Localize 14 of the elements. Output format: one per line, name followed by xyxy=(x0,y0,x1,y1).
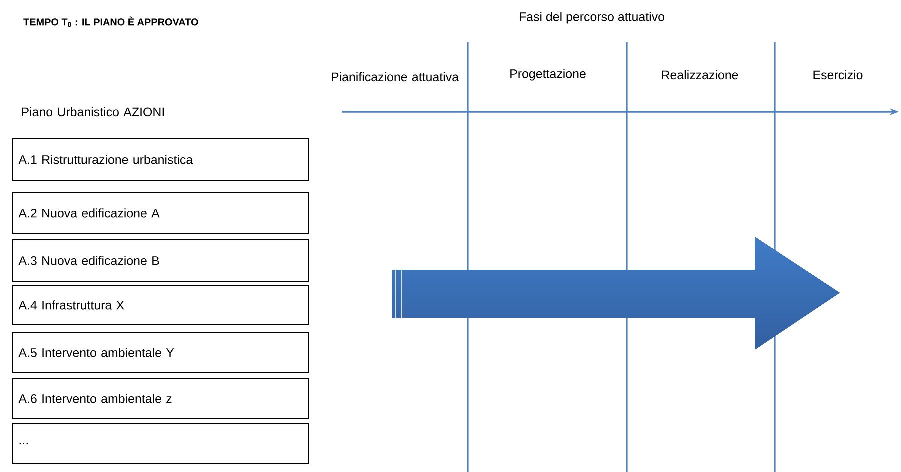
phases-heading: Fasi del percorso attuativo xyxy=(520,12,664,24)
phase-label: Realizzazione xyxy=(662,70,738,80)
phase-label: Pianificazione attuativa xyxy=(332,72,460,82)
section-heading: Piano Urbanistico AZIONI xyxy=(22,107,164,117)
action-box: A.6 Intervento ambientale z xyxy=(12,378,310,420)
action-box: A.2 Nuova edificazione A xyxy=(12,192,310,234)
action-box: A.3 Nuova edificazione B xyxy=(12,239,310,282)
action-box: A.5 Intervento ambientale Y xyxy=(12,332,310,374)
title: TEMPO T$_{0}$ : IL PIANO È APPROVATO xyxy=(24,16,198,28)
action-box: A.4 Infrastruttura X xyxy=(12,285,310,326)
phase-label: Esercizio xyxy=(814,70,863,80)
action-box: ... xyxy=(12,423,310,464)
phase-label: Progettazione xyxy=(510,69,586,81)
action-box: A.1 Ristrutturazione urbanistica xyxy=(12,138,310,182)
